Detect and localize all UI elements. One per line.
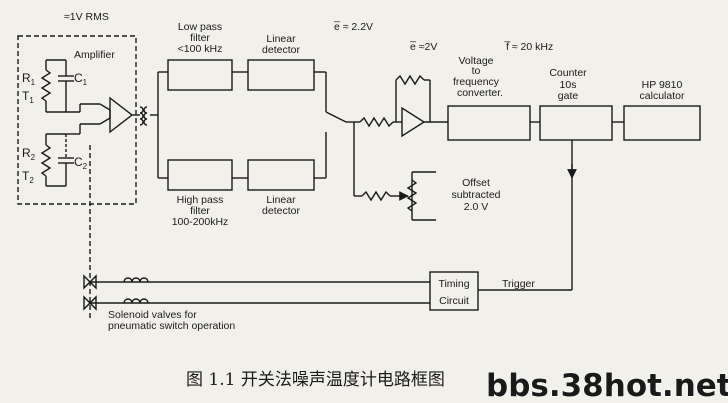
svg-text:R2: R2 (22, 146, 36, 162)
linear-detector-bottom-label: Linear detector (262, 194, 300, 217)
timing-circuit-box (429, 271, 479, 311)
trigger-label: Trigger (502, 278, 535, 290)
svg-text:pneumatic switch operation: pneumatic switch operation (108, 320, 235, 332)
svg-text:100-200kHz: 100-200kHz (172, 216, 229, 228)
f-bar-label: f̅ ≈ 20 kHz (503, 41, 553, 53)
svg-text:Solenoid valves for: Solenoid valves for (108, 309, 197, 321)
lowpass-filter-label: Low pass filter <100 kHz (178, 21, 223, 55)
opamp-symbol (401, 106, 426, 138)
svg-text:filter: filter (190, 32, 210, 44)
solenoid-coil-1 (123, 277, 149, 283)
svg-text:Counter: Counter (549, 67, 587, 79)
svg-text:10s: 10s (560, 79, 577, 91)
counter-box (539, 105, 613, 141)
svg-text:C1: C1 (74, 71, 88, 87)
svg-text:<100 kHz: <100 kHz (178, 43, 223, 55)
svg-text:Voltage: Voltage (458, 55, 493, 67)
rms-label: ≈1V RMS (64, 11, 109, 23)
svg-text:High pass: High pass (177, 194, 224, 206)
thermometer-enclosure (17, 35, 137, 205)
resistor-r2 (40, 144, 52, 177)
svg-text:C2: C2 (74, 155, 88, 171)
svg-text:T1: T1 (22, 89, 34, 105)
solenoid-label: Solenoid valves for pneumatic switch ope… (108, 309, 235, 332)
highpass-filter-label: High pass filter 100-200kHz (172, 194, 229, 228)
c1-label: C (74, 71, 83, 85)
t1-label: T (22, 89, 30, 103)
offset-potentiometer (406, 179, 418, 212)
counter-label: Counter 10s gate (549, 67, 587, 102)
vfc-label: Voltage to frequency converter. (453, 55, 503, 99)
svg-text:filter: filter (190, 205, 210, 217)
svg-text:HP 9810: HP 9810 (642, 79, 683, 91)
svg-text:converter.: converter. (457, 87, 503, 99)
amplifier-label: Amplifier (74, 49, 115, 61)
svg-text:Low pass: Low pass (178, 21, 222, 33)
linear-detector-bottom-box (247, 159, 315, 191)
r2-label: R (22, 146, 31, 160)
watermark: bbs.38hot.net (486, 368, 728, 403)
svg-text:T2: T2 (22, 169, 34, 185)
linear-detector-top-label: Linear detector (262, 33, 300, 56)
offset-label: Offset subtracted 2.0 V (451, 177, 500, 213)
e-bar-label-2: e̅ ≈2V (409, 41, 437, 53)
selector-switch (325, 111, 347, 123)
valve-2 (83, 295, 97, 311)
t2-label: T (22, 169, 30, 183)
svg-text:detector: detector (262, 44, 300, 56)
timing-circuit-label: Timing Circuit (438, 278, 469, 307)
linear-detector-top-box (247, 59, 315, 91)
valve-1 (83, 274, 97, 290)
transformer-symbol (139, 106, 144, 126)
resistor-r1 (40, 69, 52, 102)
svg-text:subtracted: subtracted (451, 189, 500, 201)
lowpass-filter-box (167, 59, 233, 91)
svg-text:Timing: Timing (438, 278, 469, 290)
svg-text:Offset: Offset (462, 177, 490, 189)
solenoid-coil-2 (123, 298, 149, 304)
svg-text:gate: gate (558, 90, 579, 102)
svg-text:R1: R1 (22, 71, 36, 87)
svg-text:Linear: Linear (266, 194, 296, 206)
c2-label: C (74, 155, 83, 169)
svg-text:calculator: calculator (640, 90, 685, 102)
svg-text:Circuit: Circuit (439, 295, 469, 307)
e-bar-label-1: e̅ ≈ 2.2V (333, 21, 373, 33)
vfc-box (447, 105, 531, 141)
amplifier-symbol (109, 96, 134, 134)
figure-caption: 图 1.1 开关法噪声温度计电路框图 (186, 370, 445, 390)
svg-text:to: to (472, 65, 481, 77)
svg-text:frequency: frequency (453, 76, 500, 88)
svg-text:Linear: Linear (266, 33, 296, 45)
svg-text:detector: detector (262, 205, 300, 217)
highpass-filter-box (167, 159, 233, 191)
r1-label: R (22, 71, 31, 85)
calculator-box (623, 105, 701, 141)
calculator-label: HP 9810 calculator (640, 79, 685, 102)
svg-text:2.0 V: 2.0 V (464, 201, 489, 213)
